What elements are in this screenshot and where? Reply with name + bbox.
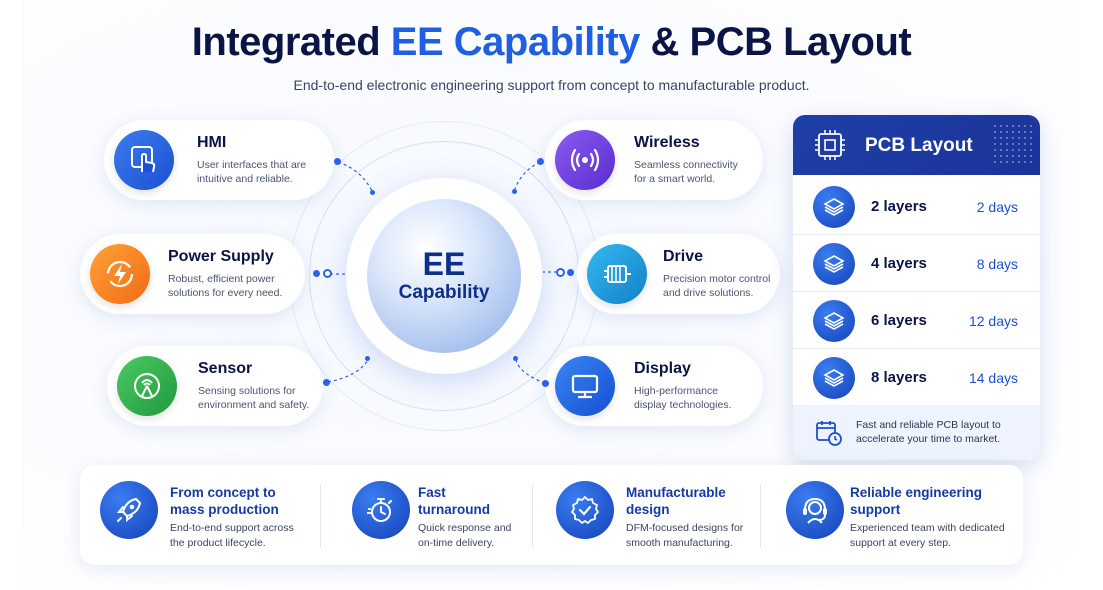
benefit-item: Manufacturable design DFM-focused design… — [536, 465, 756, 565]
pcb-card-title: PCB Layout — [865, 135, 973, 156]
divider — [532, 485, 533, 547]
stopwatch-icon — [352, 481, 410, 539]
sensor-signal-icon — [117, 356, 177, 416]
feature-description: Sensing solutions for environment and sa… — [198, 385, 310, 411]
benefit-title: Reliable engineering support — [850, 485, 983, 517]
connector-dot — [323, 379, 330, 386]
turnaround-days: 2 days — [976, 199, 1018, 215]
support-headset-icon — [786, 481, 844, 539]
layers-stack-icon — [813, 300, 855, 342]
benefit-description: DFM-focused designs for smooth manufactu… — [626, 522, 744, 549]
page-subtitle: End-to-end electronic engineering suppor… — [293, 77, 810, 93]
monitor-icon — [555, 356, 615, 416]
feature-hmi[interactable]: HMI User interfaces that are intuitive a… — [104, 120, 334, 200]
power-bolt-icon — [90, 244, 150, 304]
connector-dot — [334, 158, 341, 165]
benefit-item: Reliable engineering support Experienced… — [766, 465, 1016, 565]
connector-dot — [365, 356, 370, 361]
feature-sensor[interactable]: Sensor Sensing solutions for environment… — [107, 346, 323, 426]
pcb-row: 6 layers 12 days — [793, 292, 1040, 349]
layers-stack-icon — [813, 186, 855, 228]
pcb-footer-text: Fast and reliable PCB layout to accelera… — [856, 419, 1001, 445]
benefit-title: Manufacturable design — [626, 485, 726, 517]
divider — [320, 485, 321, 547]
turnaround-days: 14 days — [968, 370, 1018, 386]
layers-stack-icon — [813, 243, 855, 285]
hub-title: EE — [422, 246, 466, 282]
rocket-icon — [100, 481, 158, 539]
page-title: Integrated EE Capability & PCB Layout — [191, 20, 912, 64]
motor-icon — [587, 244, 647, 304]
turnaround-days: 8 days — [976, 256, 1018, 272]
feature-title: Display — [634, 360, 691, 377]
benefit-description: Experienced team with dedicated support … — [850, 522, 1005, 549]
feature-description: High-performance display technologies. — [634, 385, 732, 411]
benefit-description: End-to-end support across the product li… — [170, 522, 294, 549]
feature-drive[interactable]: Drive Precision motor control and drive … — [577, 234, 780, 314]
circuit-board-icon — [815, 130, 845, 160]
feature-description: Robust, efficient power solutions for ev… — [168, 273, 283, 299]
feature-title: Wireless — [634, 134, 700, 151]
connector-dot — [313, 270, 320, 277]
connector-dot — [513, 356, 518, 361]
layers-stack-icon — [813, 357, 855, 399]
gear-check-icon — [556, 481, 614, 539]
decorative-dot-grid — [992, 123, 1032, 163]
benefits-strip: From concept to mass production End-to-e… — [80, 465, 1023, 565]
feature-title: Drive — [663, 248, 704, 265]
benefit-title: Fast turnaround — [418, 485, 490, 517]
wireless-icon — [555, 130, 615, 190]
pcb-row: 2 layers 2 days — [793, 178, 1040, 235]
layer-count: 4 layers — [871, 255, 927, 272]
benefit-title: From concept to mass production — [170, 485, 279, 517]
connector-dot — [537, 158, 544, 165]
feature-title: Power Supply — [168, 248, 274, 265]
feature-description: Seamless connectivity for a smart world. — [634, 159, 738, 185]
benefit-item: Fast turnaround Quick response and on-ti… — [332, 465, 532, 565]
divider — [760, 485, 761, 547]
connector-dot — [556, 268, 565, 277]
feature-description: Precision motor control and drive soluti… — [663, 273, 771, 299]
benefit-item: From concept to mass production End-to-e… — [80, 465, 320, 565]
connector-dot — [542, 380, 549, 387]
pcb-row: 4 layers 8 days — [793, 235, 1040, 292]
feature-power-supply[interactable]: Power Supply Robust, efficient power sol… — [80, 234, 305, 314]
touch-hand-icon — [114, 130, 174, 190]
calendar-clock-icon — [816, 421, 842, 446]
ee-capability-hub: EE Capability — [367, 199, 521, 353]
turnaround-days: 12 days — [968, 313, 1018, 329]
feature-title: HMI — [197, 134, 227, 151]
layer-count: 6 layers — [871, 312, 927, 329]
feature-title: Sensor — [198, 360, 253, 377]
pcb-card-footer: Fast and reliable PCB layout to accelera… — [793, 405, 1040, 460]
connector-dot — [567, 269, 574, 276]
pcb-layout-card: PCB Layout 2 layers 2 days 4 layers 8 da… — [793, 115, 1040, 460]
layer-count: 8 layers — [871, 369, 927, 386]
pcb-row: 8 layers 14 days — [793, 349, 1040, 406]
connector-dot — [512, 189, 517, 194]
connector-dot — [323, 269, 332, 278]
feature-display[interactable]: Display High-performance display technol… — [545, 346, 763, 426]
hub-subtitle: Capability — [398, 282, 490, 303]
layer-count: 2 layers — [871, 198, 927, 215]
feature-wireless[interactable]: Wireless Seamless connectivity for a sma… — [545, 120, 763, 200]
pcb-card-header: PCB Layout — [793, 115, 1040, 175]
benefit-description: Quick response and on-time delivery. — [418, 522, 512, 549]
feature-description: User interfaces that are intuitive and r… — [197, 159, 307, 185]
connector-dot — [370, 190, 375, 195]
